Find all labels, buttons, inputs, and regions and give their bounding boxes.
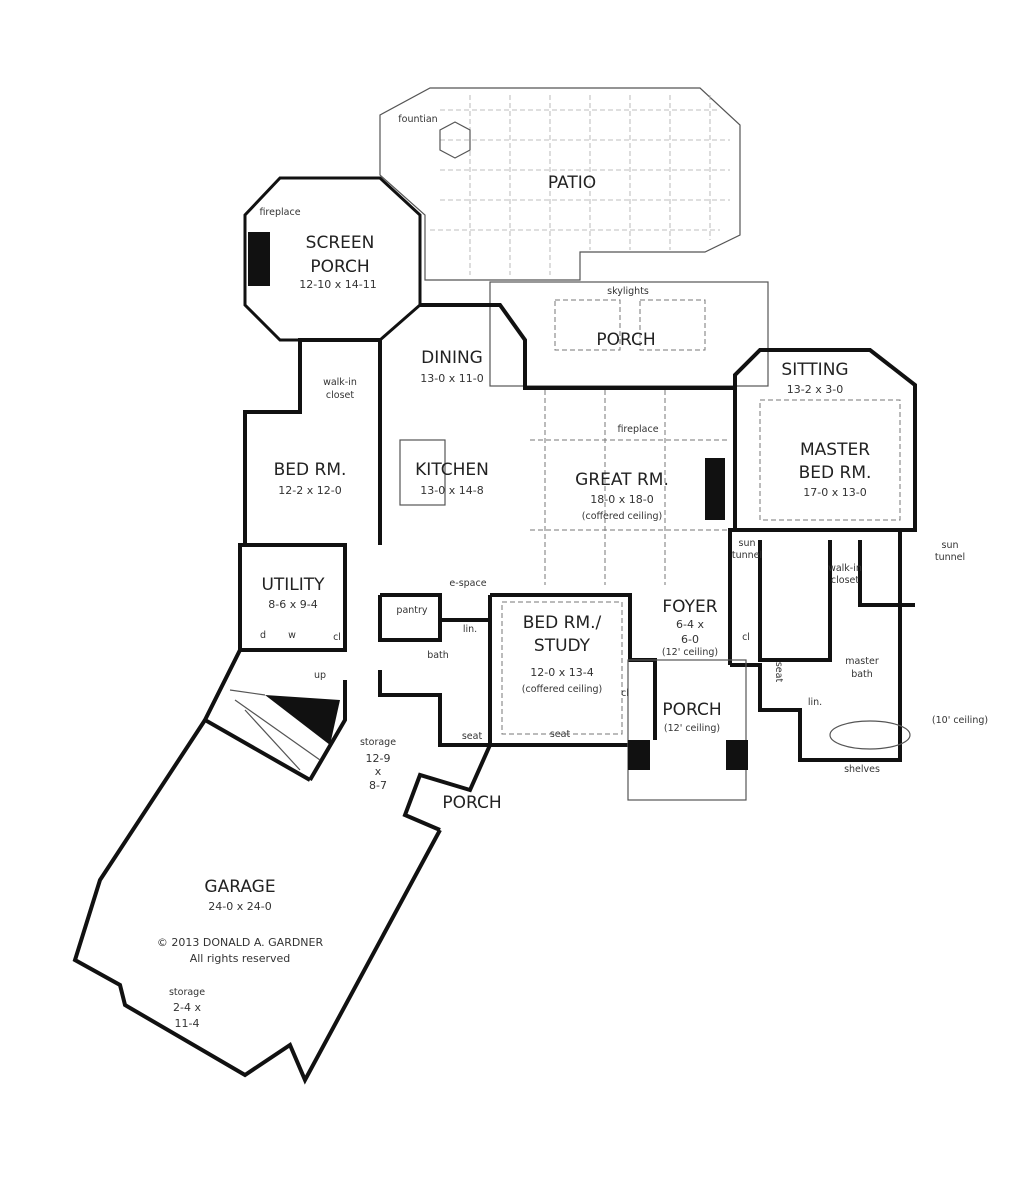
great-room-fireplace-icon: [705, 458, 725, 520]
foyer-closet-label: cl: [742, 632, 750, 643]
garage-dims: 24-0 x 24-0: [208, 900, 271, 913]
sun-tunnel-right-label-2: tunnel: [935, 552, 965, 563]
tub: [829, 720, 911, 750]
bed-room-label: BED RM.: [274, 460, 347, 480]
patio-label: PATIO: [548, 173, 596, 193]
sun-tunnel-label: sun: [739, 538, 756, 549]
great-room-label: GREAT RM.: [575, 470, 669, 490]
master-dims: 17-0 x 13-0: [803, 486, 866, 499]
closet-label-2: closet: [326, 390, 354, 401]
bath-label: bath: [427, 650, 449, 661]
garage-storage-dims: 2-4 x: [173, 1001, 201, 1014]
stairs-up-label: up: [314, 670, 326, 681]
storage-dims-3: 8-7: [369, 779, 387, 792]
foyer-dims: 6-4 x: [676, 618, 704, 631]
front-porch-note: (12' ceiling): [664, 723, 720, 734]
copyright: © 2013 DONALD A. GARDNER: [157, 936, 324, 949]
linen-label: lin.: [463, 624, 477, 635]
sitting-dims: 13-2 x 3-0: [787, 383, 843, 396]
patio: [379, 87, 741, 281]
storage-dims: 12-9: [366, 752, 391, 765]
kitchen-dims: 13-0 x 14-8: [420, 484, 483, 497]
closet-label: walk-in: [323, 377, 357, 388]
fireplace-label: fireplace: [259, 207, 300, 218]
skylights-label: skylights: [607, 286, 649, 297]
great-room-dims: 18-0 x 18-0: [590, 493, 653, 506]
sitting-label: SITTING: [781, 360, 848, 380]
sun-tunnel-right-label: sun: [942, 540, 959, 551]
dryer-label: d: [260, 630, 266, 641]
master-closet-label-2: closet: [831, 575, 859, 586]
great-room-note: (coffered ceiling): [582, 511, 662, 522]
great-fireplace-label: fireplace: [617, 424, 658, 435]
front-porch-label: PORCH: [662, 700, 721, 720]
shelves-label: shelves: [844, 764, 880, 775]
study-dims: 12-0 x 13-4: [530, 666, 593, 679]
dining-label: DINING: [421, 348, 483, 368]
foyer-dims-2: 6-0: [681, 633, 699, 646]
side-porch-label: PORCH: [442, 793, 501, 813]
utility-dims: 8-6 x 9-4: [268, 598, 317, 611]
master-bath-label-2: bath: [851, 669, 873, 680]
stairs: [265, 695, 340, 745]
fireplace-icon: [248, 232, 270, 286]
master-label: MASTER: [800, 440, 870, 460]
bed-room-dims: 12-2 x 12-0: [278, 484, 341, 497]
utility-label: UTILITY: [261, 575, 325, 595]
master-closet-label: walk-in: [828, 563, 862, 574]
screen-porch-label-2: PORCH: [310, 257, 369, 277]
e-space-label: e-space: [449, 578, 486, 589]
dining-dims: 13-0 x 11-0: [420, 372, 483, 385]
study-label-2: STUDY: [534, 636, 591, 656]
kitchen-island: [399, 439, 446, 506]
study-closet-label: cl: [621, 688, 629, 699]
seat-label: seat: [462, 731, 483, 742]
master-linen-label: lin.: [808, 697, 822, 708]
study-label: BED RM./: [523, 613, 602, 633]
storage-label: storage: [360, 737, 396, 748]
master-seat-label: seat: [773, 662, 784, 683]
master-bath-label: master: [845, 656, 879, 667]
study-seat-label: seat: [550, 729, 571, 740]
foyer-note: (12' ceiling): [662, 647, 718, 658]
master-bath-ceiling: (10' ceiling): [932, 715, 988, 726]
screen-porch-label: SCREEN: [306, 233, 375, 253]
garage-storage-dims-2: 11-4: [175, 1017, 200, 1030]
copyright-2: All rights reserved: [190, 952, 291, 965]
washer-label: w: [288, 630, 296, 641]
garage-label: GARAGE: [204, 877, 275, 897]
fountain-label: fountian: [398, 114, 437, 125]
garage-storage-label: storage: [169, 987, 205, 998]
utility-closet-label: cl: [333, 632, 341, 643]
front-porch: [627, 659, 747, 801]
study-note: (coffered ceiling): [522, 684, 602, 695]
sun-tunnel-label-2: tunnel: [732, 550, 762, 561]
kitchen-label: KITCHEN: [415, 460, 489, 480]
storage-dims-2: x: [375, 765, 382, 778]
pantry-label: pantry: [396, 605, 428, 616]
screen-porch-dims: 12-10 x 14-11: [299, 278, 376, 291]
rear-porch-label: PORCH: [596, 330, 655, 350]
master-label-2: BED RM.: [799, 463, 872, 483]
foyer-label: FOYER: [662, 597, 717, 617]
